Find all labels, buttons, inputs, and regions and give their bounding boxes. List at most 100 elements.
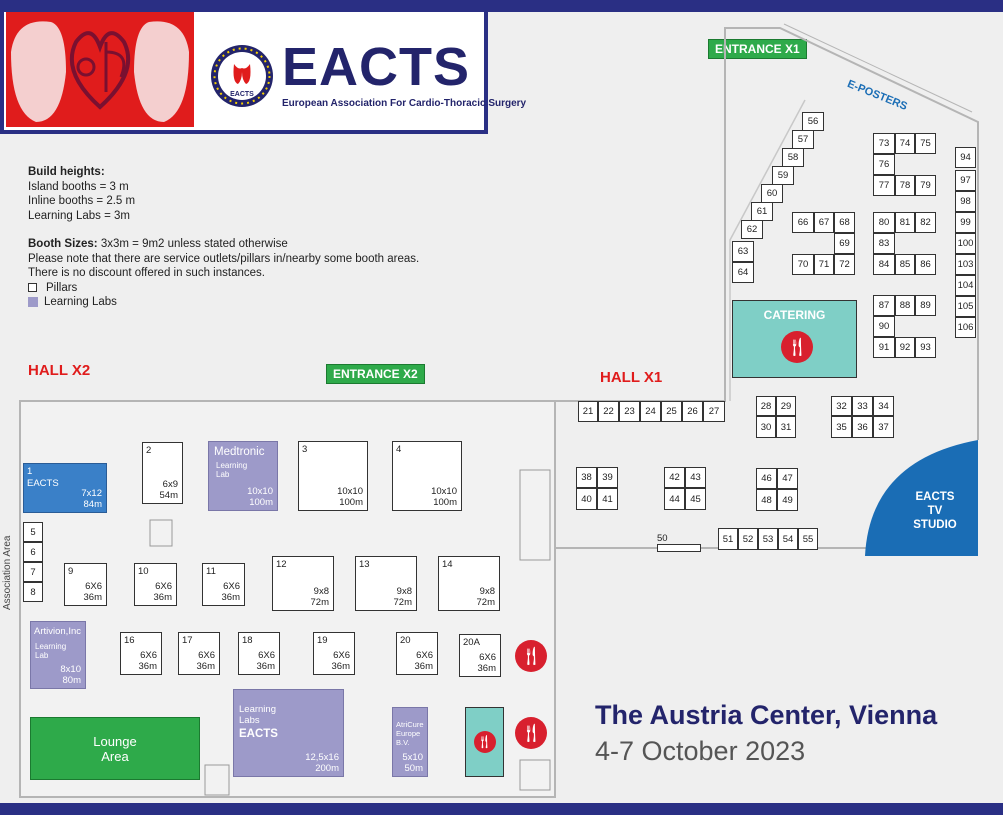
catering-area[interactable]: CATERING 🍴︎ [732,300,857,378]
booth-70[interactable]: 70 [792,254,814,275]
booth-100[interactable]: 100 [955,233,976,254]
booth-33[interactable]: 33 [852,396,873,416]
booth-104[interactable]: 104 [955,275,976,296]
entrance-x2[interactable]: ENTRANCE X2 [326,364,425,384]
booth-50[interactable] [657,544,701,552]
booth-73[interactable]: 73 [873,133,895,154]
booth-44[interactable]: 44 [664,488,685,510]
booth-83[interactable]: 83 [873,233,895,254]
booth-84[interactable]: 84 [873,254,895,275]
booth-99[interactable]: 99 [955,212,976,233]
booth-67[interactable]: 67 [814,212,834,233]
catering-point-x2[interactable]: 🍴︎ [465,707,504,777]
booth-55[interactable]: 55 [798,528,818,550]
booth-94[interactable]: 94 [955,147,976,168]
booth-64[interactable]: 64 [732,262,754,283]
booth-41[interactable]: 41 [597,488,618,510]
booth-37[interactable]: 37 [873,416,894,438]
booth-23[interactable]: 23 [619,401,640,422]
booth-31[interactable]: 31 [776,416,796,438]
booth-30[interactable]: 30 [756,416,776,438]
booth-43[interactable]: 43 [685,467,706,488]
booth-74[interactable]: 74 [895,133,915,154]
booth-92[interactable]: 92 [895,337,915,358]
tv-studio[interactable]: EACTS TV STUDIO [900,490,970,532]
booth-59[interactable]: 59 [772,166,794,185]
booth-48[interactable]: 48 [756,489,777,511]
booth-78[interactable]: 78 [895,175,915,196]
booth-60[interactable]: 60 [761,184,783,203]
booth-106[interactable]: 106 [955,317,976,338]
booth-42[interactable]: 42 [664,467,685,488]
booth-63[interactable]: 63 [732,241,754,262]
booth-26[interactable]: 26 [682,401,703,422]
booth-61[interactable]: 61 [751,202,773,221]
booth-90[interactable]: 90 [873,316,895,337]
booth-58[interactable]: 58 [782,148,804,167]
booth-24[interactable]: 24 [640,401,661,422]
booth-49[interactable]: 49 [777,489,798,511]
booth-47[interactable]: 47 [777,468,798,489]
booth-28[interactable]: 28 [756,396,776,416]
booth-29[interactable]: 29 [776,396,796,416]
booth-32[interactable]: 32 [831,396,852,416]
booth-40[interactable]: 40 [576,488,597,510]
booth-5[interactable]: 5 [23,522,43,542]
booth-72[interactable]: 72 [834,254,855,275]
booth-79[interactable]: 79 [915,175,936,196]
booth-89[interactable]: 89 [915,295,936,316]
booth-75[interactable]: 75 [915,133,936,154]
booth-68[interactable]: 68 [834,212,855,233]
booth-76[interactable]: 76 [873,154,895,175]
booth-53[interactable]: 53 [758,528,778,550]
entrance-x1[interactable]: ENTRANCE X1 [708,39,807,59]
booth-69[interactable]: 69 [834,233,855,254]
booth-6[interactable]: 6 [23,542,43,562]
booth-52[interactable]: 52 [738,528,758,550]
booth-35[interactable]: 35 [831,416,852,438]
lounge-area[interactable]: Lounge Area [30,717,200,780]
booth-105[interactable]: 105 [955,296,976,317]
booth-103[interactable]: 103 [955,254,976,275]
booth-86[interactable]: 86 [915,254,936,275]
booth-22[interactable]: 22 [598,401,619,422]
booth-87[interactable]: 87 [873,295,895,316]
booth-38[interactable]: 38 [576,467,597,488]
booth-82[interactable]: 82 [915,212,936,233]
booth-88[interactable]: 88 [895,295,915,316]
booth-62[interactable]: 62 [741,220,763,239]
booth-21[interactable]: 21 [578,401,598,422]
booth-8[interactable]: 8 [23,582,43,602]
booth-56[interactable]: 56 [802,112,824,131]
booth-27[interactable]: 27 [703,401,725,422]
booth-46[interactable]: 46 [756,468,777,489]
booth-66[interactable]: 66 [792,212,814,233]
booth-80[interactable]: 80 [873,212,895,233]
booth-98[interactable]: 98 [955,191,976,212]
booth-91[interactable]: 91 [873,337,895,358]
booth-51[interactable]: 51 [718,528,738,550]
booth-77[interactable]: 77 [873,175,895,196]
booth-71[interactable]: 71 [814,254,834,275]
booth-45[interactable]: 45 [685,488,706,510]
booth-25[interactable]: 25 [661,401,682,422]
